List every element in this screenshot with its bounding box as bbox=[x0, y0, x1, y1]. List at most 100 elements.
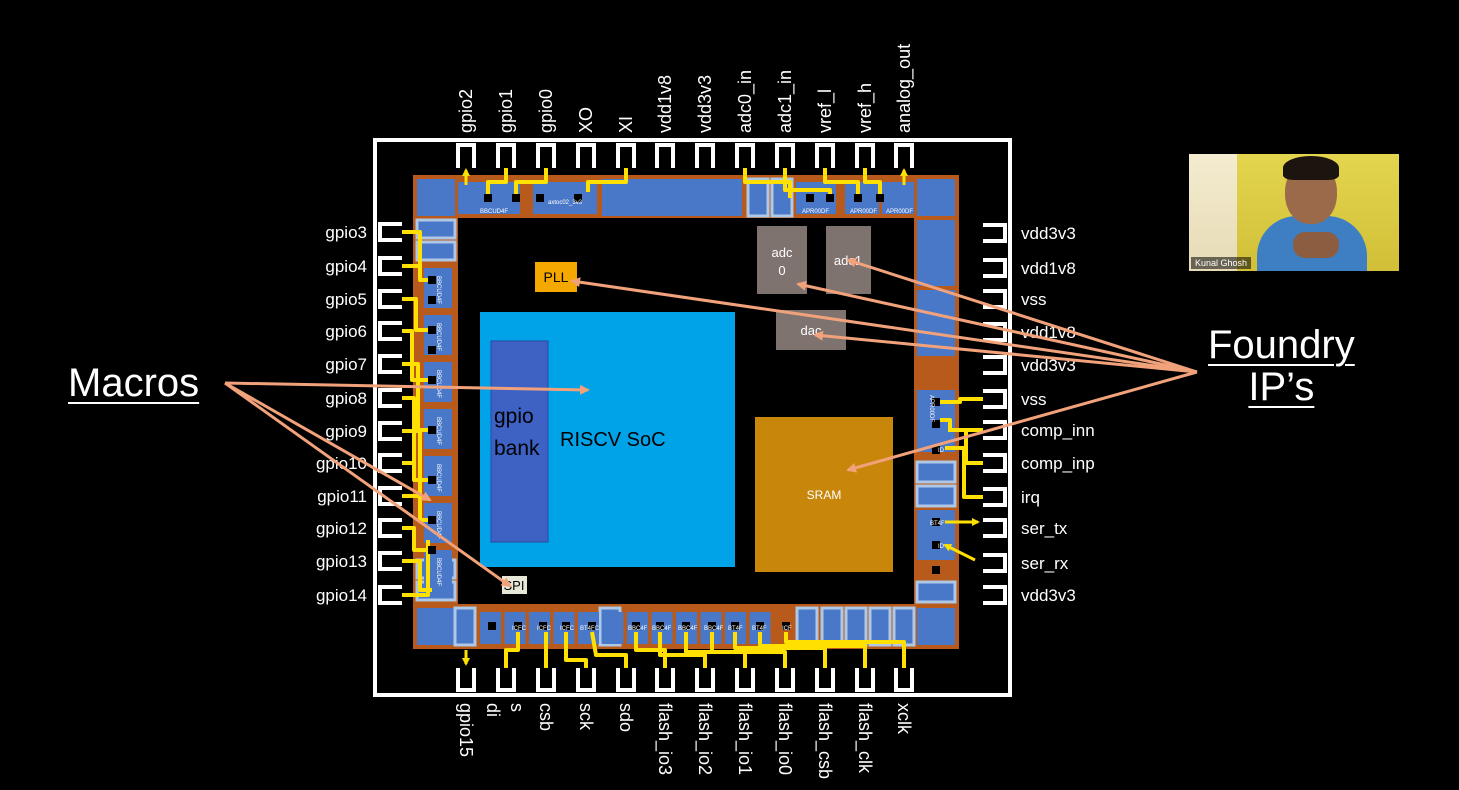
annotation-arrow bbox=[846, 370, 1198, 473]
pad-terminal bbox=[682, 622, 690, 630]
pin-pad-bottom bbox=[775, 668, 795, 692]
pin-label-bottom: flash_clk bbox=[854, 703, 875, 774]
gpio-bank-label-line2: bank bbox=[494, 437, 540, 460]
pad-cell-label: BBC4F bbox=[704, 626, 724, 632]
pin-label-top: gpio2 bbox=[456, 89, 476, 133]
wire-trace bbox=[948, 428, 983, 465]
presenter-hands bbox=[1293, 232, 1339, 258]
pad-cell-label: BT4F bbox=[752, 626, 767, 632]
pin-label-left: gpio14 bbox=[316, 586, 367, 605]
pin-pad-top bbox=[616, 143, 636, 168]
wire-trace bbox=[590, 631, 628, 668]
pin-pad-left bbox=[378, 585, 402, 605]
pin-pad-right bbox=[983, 518, 1007, 538]
pll-label: PLL bbox=[544, 269, 569, 285]
pad-terminal bbox=[488, 622, 496, 630]
gpio-bank-label-line1: gpio bbox=[494, 405, 534, 428]
pin-label-right: vdd3v3 bbox=[1021, 224, 1076, 243]
pad-cell-label: BBCUD4F bbox=[480, 209, 508, 215]
pad-terminal bbox=[708, 622, 716, 630]
wire-trace bbox=[758, 632, 867, 668]
pin-pad-right bbox=[983, 355, 1007, 375]
pin-label-bottom: flash_io2 bbox=[694, 703, 715, 775]
pin-pad-bottom bbox=[456, 668, 476, 692]
annotation-arrow bbox=[224, 381, 512, 588]
pin-label-bottom: flash_io0 bbox=[774, 703, 795, 775]
pad-cell-label: BT4FC bbox=[580, 626, 600, 632]
pin-pad-bottom bbox=[855, 668, 875, 692]
pin-label-left: gpio9 bbox=[325, 422, 367, 441]
pad-corner-cell bbox=[917, 179, 955, 216]
pin-label-left: gpio5 bbox=[325, 290, 367, 309]
pad-filler-cell bbox=[795, 606, 819, 647]
pad-terminal bbox=[932, 518, 940, 526]
pad-cell-label: BBCUD4F bbox=[435, 370, 441, 398]
pad-cell-label: BBCUD4F bbox=[435, 511, 441, 539]
sram-block bbox=[755, 417, 893, 572]
pin-pad-right bbox=[983, 553, 1007, 573]
pin-label-right: vdd3v3 bbox=[1021, 586, 1076, 605]
pin-label-left: gpio11 bbox=[317, 487, 367, 506]
annotation-arrow bbox=[224, 381, 590, 395]
pad-terminal bbox=[562, 622, 570, 630]
pin-label-right: ser_tx bbox=[1021, 519, 1068, 538]
pin-pad-bottom bbox=[616, 668, 636, 692]
pin-label-bottom: di bbox=[483, 703, 503, 717]
pad-terminal bbox=[428, 476, 436, 484]
pad-cell-label: ICFC bbox=[512, 626, 527, 632]
foundry-label-line2: IP’s bbox=[1248, 365, 1315, 409]
pin-label-top: adc0_in bbox=[735, 70, 756, 133]
pad-terminal bbox=[428, 296, 436, 304]
pin-pad-right bbox=[983, 322, 1007, 342]
pad-cell-label: BT4F bbox=[728, 626, 743, 632]
pin-pad-top bbox=[695, 143, 715, 168]
pin-label-left: gpio13 bbox=[316, 552, 367, 571]
pad-cell-label: APR00DF bbox=[886, 209, 913, 215]
pin-label-top: XO bbox=[576, 107, 596, 133]
pin-pad-right bbox=[983, 487, 1007, 507]
pin-label-bottom: flash_io1 bbox=[734, 703, 755, 775]
wire-trace bbox=[586, 168, 628, 192]
pin-label-right: vss bbox=[1021, 390, 1047, 409]
pad-filler-cell bbox=[915, 580, 957, 604]
annotation-arrow bbox=[813, 330, 1198, 374]
pin-label-top: XI bbox=[616, 116, 636, 133]
die-outline bbox=[373, 138, 1012, 697]
pin-label-bottom: gpio15 bbox=[456, 703, 476, 757]
pin-pad-left bbox=[378, 453, 402, 473]
pin-label-left: gpio12 bbox=[316, 519, 367, 538]
pad-terminal bbox=[428, 426, 436, 434]
pad-corner-cell bbox=[417, 179, 455, 216]
pad-terminal bbox=[428, 346, 436, 354]
wire-arrow bbox=[943, 543, 976, 562]
annotation-arrow bbox=[846, 257, 1198, 374]
pad-terminal bbox=[854, 194, 862, 202]
wire-trace bbox=[504, 632, 520, 668]
pad-filler-cell bbox=[868, 606, 892, 647]
pad-cell-label: BBCUD4F bbox=[435, 558, 441, 586]
pad-terminal bbox=[932, 398, 940, 406]
pad-terminal bbox=[932, 446, 940, 454]
pin-pad-bottom bbox=[894, 668, 914, 692]
pin-label-bottom: sck bbox=[576, 703, 596, 731]
pad-filler-cell bbox=[453, 606, 477, 647]
pin-label-bottom: s bbox=[507, 703, 527, 712]
pin-pad-bottom bbox=[536, 668, 556, 692]
pad-corner-cell bbox=[917, 608, 955, 645]
pin-label-right: irq bbox=[1021, 488, 1040, 507]
wire-trace bbox=[402, 362, 432, 432]
wire-trace bbox=[402, 429, 432, 522]
pin-pad-left bbox=[378, 388, 402, 408]
wire-trace bbox=[402, 526, 432, 552]
pin-pad-bottom bbox=[655, 668, 675, 692]
pin-pad-bottom bbox=[815, 668, 835, 692]
pad-cell-label: BBCUD4F bbox=[435, 323, 441, 351]
pin-pad-left bbox=[378, 518, 402, 538]
pin-label-left: gpio4 bbox=[325, 257, 367, 276]
pin-label-top: vref_h bbox=[855, 83, 876, 133]
pin-label-top: gpio1 bbox=[496, 89, 516, 133]
annotation-arrows bbox=[224, 257, 1198, 588]
pin-label-bottom: xclk bbox=[894, 703, 914, 735]
